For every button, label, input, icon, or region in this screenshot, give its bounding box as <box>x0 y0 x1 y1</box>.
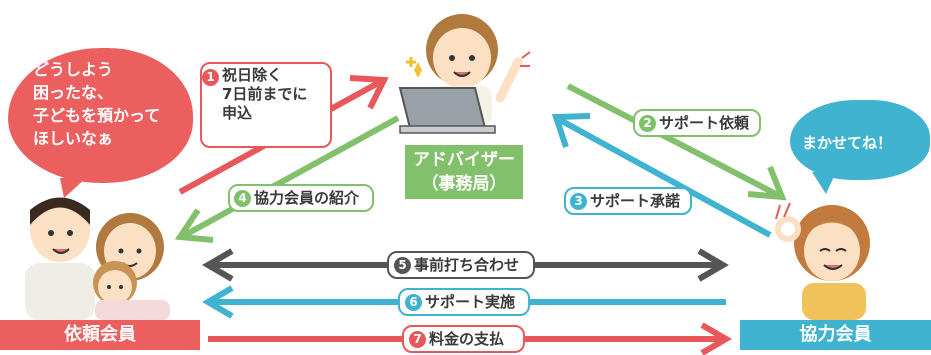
helper-speech-text: まかせてね！ <box>802 134 893 152</box>
adviser-illustration <box>398 14 531 134</box>
step-1-text-line: 申込 <box>222 103 253 122</box>
requester-speech-tail <box>60 178 86 198</box>
step-4-number: 4 <box>234 189 251 207</box>
step-2-text: サポート依頼 <box>659 113 750 132</box>
requester-label: 依頼会員 <box>0 320 200 350</box>
step-3-text: サポート承諾 <box>590 191 681 210</box>
helper-illustration <box>775 202 870 320</box>
requester-speech-line: どうしよう <box>33 60 114 79</box>
step-2-label: 2 サポート依頼 <box>633 109 761 137</box>
step-5-number: 5 <box>394 256 411 274</box>
requester-speech-line: ほしいなぁ <box>33 129 114 148</box>
step-1-label: 1 祝日除く 7日前までに 申込 <box>200 62 332 148</box>
step-1-text-line: 祝日除く <box>222 66 283 84</box>
step-5-label: 5 事前打ち合わせ <box>387 251 535 279</box>
step-5-text: 事前打ち合わせ <box>414 255 520 274</box>
step-1-number: 1 <box>202 69 219 86</box>
step-7-number: 7 <box>409 330 426 348</box>
arrow-step-3 <box>551 113 772 238</box>
step-3-number: 3 <box>570 192 587 210</box>
adviser-label: アドバイザー （事務局） <box>405 145 523 199</box>
step-3-label: 3 サポート承諾 <box>564 187 692 215</box>
step-2-number: 2 <box>639 114 656 132</box>
step-7-text: 料金の支払 <box>429 329 505 348</box>
adviser-label-line: アドバイザー <box>413 150 515 170</box>
step-4-label: 4 協力会員の紹介 <box>228 184 374 212</box>
arrow-step-4 <box>174 115 400 243</box>
step-6-label: 6 サポート実施 <box>398 288 530 316</box>
helper-speech-bubble: まかせてね！ <box>790 100 930 180</box>
adviser-label-line: （事務局） <box>421 174 507 194</box>
requester-family-illustration <box>25 197 170 320</box>
arrow-step-2 <box>566 83 787 201</box>
step-6-number: 6 <box>405 293 422 311</box>
helper-label: 協力会員 <box>740 320 931 350</box>
step-4-text: 協力会員の紹介 <box>254 188 360 207</box>
step-1-text-line: 7日前までに <box>222 84 308 103</box>
requester-speech-line: 困ったな、 <box>33 83 114 102</box>
helper-speech-tail <box>812 172 836 194</box>
requester-speech-line: 子どもを預かって <box>33 106 161 125</box>
step-7-label: 7 料金の支払 <box>402 325 525 353</box>
step-6-text: サポート実施 <box>425 292 516 311</box>
requester-speech-bubble: どうしよう 困ったな、 子どもを預かって ほしいなぁ <box>8 48 193 183</box>
